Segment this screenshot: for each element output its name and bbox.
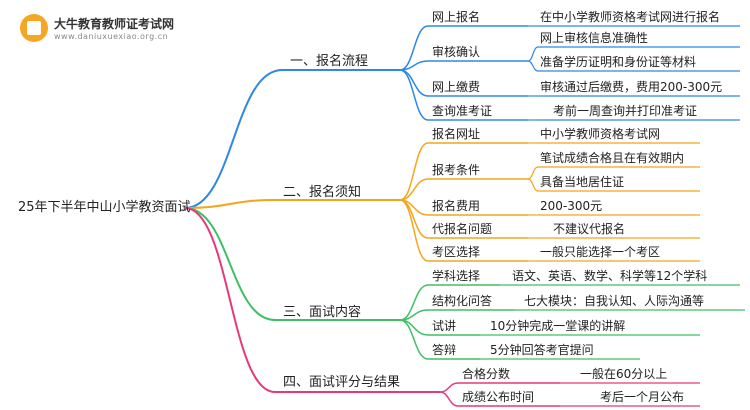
connector-line [527,178,539,192]
branch-item-label: 报考条件 [432,163,481,177]
connector-line [399,69,429,121]
connector-line [399,142,429,201]
branch-item-label: 学科选择 [432,269,481,283]
connector-line [184,69,283,209]
branch-item-value: 不建议代报名 [553,222,626,236]
connector-line [439,391,459,407]
branch-item-label: 成绩公布时间 [462,390,535,404]
branch-item-label: 结构化问答 [432,294,493,308]
branch-item-label: 查询准考证 [432,104,493,118]
branch-item-label: 合格分数 [462,367,511,381]
branch-item-value: 笔试成绩合格且在有效期内 [540,151,685,165]
branch-item-label: 答辩 [432,343,457,357]
branch-item-value: 考前一周查询并打印准考证 [553,104,698,118]
brand-logo-icon [20,14,48,42]
connector-line [399,69,429,97]
branch-item-value: 一般在60分以上 [580,367,668,381]
connector-line [527,46,539,62]
branch-item-label: 审核确认 [432,45,481,59]
connector-line [399,199,429,262]
branch-item-value: 10分钟完成一堂课的讲解 [490,319,626,333]
branch-item-label: 报名费用 [432,199,481,213]
branch-item-label: 网上报名 [432,10,481,24]
connector-line [527,60,539,72]
connector-line [184,207,276,393]
branch-item-value: 中小学教师资格考试网 [540,127,661,141]
branch-item-label: 考区选择 [432,245,481,259]
branch-title: 四、面试评分与结果 [283,375,401,390]
branch-item-label: 网上缴费 [432,80,481,94]
branch-item-label: 代报名问题 [432,222,493,236]
branch-item-value: 在中小学教师资格考试网进行报名 [540,10,721,24]
branch-title: 三、面试内容 [283,305,362,320]
branch-item-label: 试讲 [432,319,457,333]
connector-line [399,25,429,71]
connector-line [527,166,539,180]
branch-item-value: 具备当地居住证 [540,175,625,189]
branch-title: 二、报名须知 [283,185,362,200]
connector-line [184,207,276,321]
branch-title: 一、报名流程 [290,54,369,69]
connector-line [399,178,429,201]
branch-item-value: 5分钟回答考官提问 [490,343,594,357]
branch-item-value: 一般只能选择一个考区 [540,245,661,259]
connector-line [184,199,276,209]
branch-item-value: 考后一个月公布 [600,390,685,404]
branch-item-value: 准备学历证明和身份证等材料 [540,55,697,69]
branch-item-value: 网上审核信息准确性 [540,31,649,45]
branch-item-value: 审核通过后缴费，费用200-300元 [540,80,723,94]
root-node: 25年下半年中山小学教资面试 [18,200,191,215]
connector-line [439,382,459,393]
connector-line [399,319,429,360]
branch-item-value: 七大模块：自我认知、人际沟通等 [524,294,705,308]
branch-item-label: 报名网址 [432,127,481,141]
brand-url: www.daniuxuexiao.org.cn [54,32,169,41]
branch-item-value: 语文、英语、数学、科学等12个学科 [512,269,708,283]
brand-name: 大牛教育教师证考试网 [54,17,175,31]
branch-item-value: 200-300元 [540,199,603,213]
